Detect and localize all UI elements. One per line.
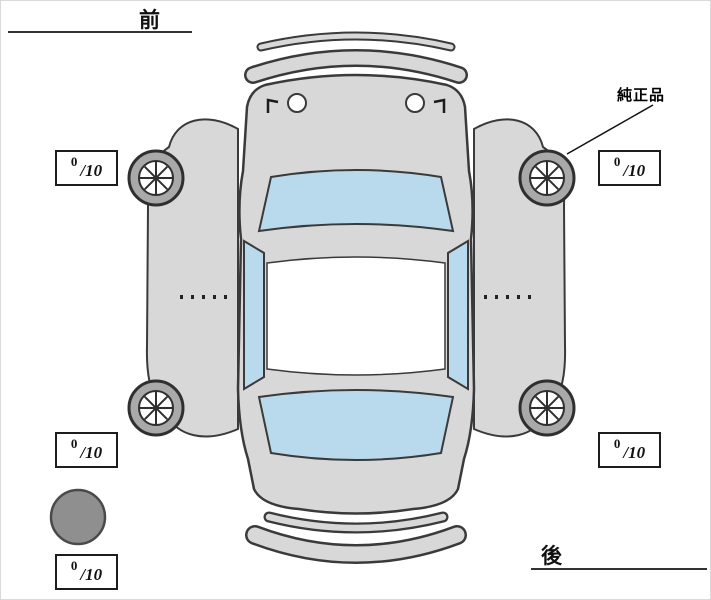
front-bumper-fill <box>246 51 466 82</box>
tread-score-spare: 0 /10 <box>55 554 118 590</box>
rear-bumper-fill <box>247 527 465 562</box>
wheel-front-left-icon <box>127 149 185 207</box>
wheel-rear-left-icon <box>127 379 185 437</box>
spare-tire-icon <box>49 488 107 546</box>
tread-scale: /10 <box>623 161 646 180</box>
hood-right-circle <box>405 93 425 113</box>
tread-scale: /10 <box>80 565 103 584</box>
front-underline <box>8 31 192 33</box>
front-trim-strip-fill <box>258 33 454 50</box>
left-side-window-glass <box>243 239 265 391</box>
tread-score-rear-right: 0 /10 <box>598 432 661 468</box>
rear-direction-label: 後 <box>541 545 563 568</box>
windshield-glass <box>257 169 455 233</box>
tread-value: 0 <box>613 154 621 169</box>
genuine-part-label: 純正品 <box>617 87 666 104</box>
genuine-part-leader-line <box>566 104 654 155</box>
tread-scale: /10 <box>80 161 103 180</box>
rear-window-glass <box>257 389 455 461</box>
hood-left-circle <box>287 93 307 113</box>
tread-value: 0 <box>70 558 78 573</box>
tread-score-front-left: 0 /10 <box>55 150 118 186</box>
front-direction-label: 前 <box>139 9 161 32</box>
rear-underline <box>531 568 707 570</box>
tread-value: 0 <box>70 436 78 451</box>
cowl-right-mark <box>433 98 446 113</box>
roof-panel <box>266 256 446 376</box>
wheel-rear-right-icon <box>518 379 576 437</box>
tread-value: 0 <box>70 154 78 169</box>
tread-value: 0 <box>613 436 621 451</box>
wheel-front-right-icon <box>518 149 576 207</box>
tread-score-front-right: 0 /10 <box>598 150 661 186</box>
tread-scale: /10 <box>80 443 103 462</box>
tread-scale: /10 <box>623 443 646 462</box>
right-side-window-glass <box>447 239 469 391</box>
cowl-left-mark <box>266 98 279 113</box>
trunk-trim-strip-fill <box>265 513 447 532</box>
tread-score-rear-left: 0 /10 <box>55 432 118 468</box>
